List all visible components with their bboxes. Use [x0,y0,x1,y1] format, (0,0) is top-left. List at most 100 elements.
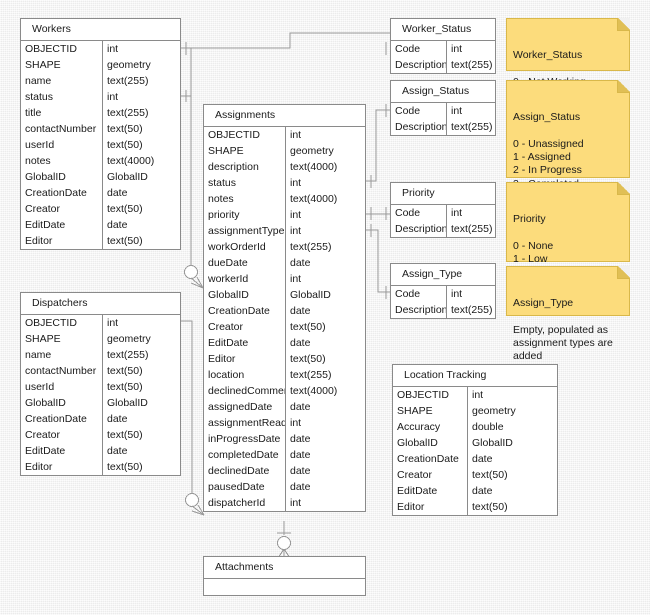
field-type: text(50) [107,123,143,135]
field-type: GlobalID [107,397,148,409]
field-type: date [107,187,128,199]
field-name: OBJECTID [393,387,468,403]
field-name: priority [204,207,286,223]
field-name: EditDate [21,217,103,233]
field-type: text(50) [107,139,143,151]
field-name: Description [391,221,447,237]
note-assign-status[interactable]: Assign_Status 0 - Unassigned 1 - Assigne… [506,80,630,230]
field-name: workOrderId [204,239,286,255]
entity-title: Workers [21,19,180,41]
field-type: text(255) [290,241,332,253]
field-name: EditDate [393,483,468,499]
field-row: workOrderId text(255) [204,239,365,255]
note-title: Priority [513,212,546,225]
field-name: description [204,159,286,175]
field-type: text(50) [472,469,508,481]
field-name: Code [391,41,447,57]
field-type: int [290,209,302,221]
field-name: CreationDate [21,185,103,201]
field-name: assignmentType [204,223,286,239]
field-type: text(50) [290,353,326,365]
field-name: GlobalID [393,435,468,451]
field-type: text(50) [107,365,143,377]
field-name: Description [391,57,447,73]
field-name: notes [204,191,286,207]
field-name: dispatcherId [204,495,286,511]
field-type: int [107,43,119,55]
field-type: GlobalID [107,171,148,183]
field-type: int [290,129,302,141]
field-name: Description [391,119,447,135]
field-type: text(255) [290,369,332,381]
field-type: int [290,497,302,509]
field-name: userId [21,379,103,395]
field-name: EditDate [204,335,286,351]
field-type: int [107,317,119,329]
entity-title: Dispatchers [21,293,180,315]
field-name: assignmentRead [204,415,286,431]
field-name: Creator [204,319,286,335]
field-name: SHAPE [393,403,468,419]
field-type: date [290,401,311,413]
field-type: date [290,465,311,477]
field-name: location [204,367,286,383]
field-name: OBJECTID [204,127,286,143]
field-row: title text(255) [21,105,180,121]
field-name: title [21,105,103,121]
empty-field-row [204,579,365,595]
field-type: int [451,43,463,55]
note-assign-type[interactable]: Assign_Type Empty, populated as assignme… [506,266,630,362]
field-name: Editor [21,459,103,475]
field-type: date [290,257,311,269]
field-row: priority int [204,207,365,223]
field-row: dispatcherId int [204,495,365,511]
field-type: text(255) [107,349,149,361]
field-row: GlobalID GlobalID [393,435,557,451]
note-priority[interactable]: Priority 0 - None 1 - Low 2 - Medium 3 -… [506,182,630,305]
field-type: text(255) [107,107,149,119]
field-type: geometry [290,145,334,157]
field-name: completedDate [204,447,286,463]
field-name: status [204,175,286,191]
field-name: CreationDate [204,303,286,319]
field-type: double [472,421,504,433]
entity-attachments[interactable]: Attachments [203,556,366,596]
field-type: GlobalID [472,437,513,449]
field-type: date [290,305,311,317]
note-worker-status[interactable]: Worker_Status 0 - Not Working 1 - Workin… [506,18,630,114]
field-name: userId [21,137,103,153]
field-type: date [472,453,493,465]
field-type: int [107,91,119,103]
field-name: Description [391,302,447,318]
field-name: status [21,89,103,105]
note-title: Assign_Status [513,110,581,123]
field-name: Editor [393,499,468,515]
field-name: Code [391,205,447,221]
field-name: GlobalID [21,169,103,185]
